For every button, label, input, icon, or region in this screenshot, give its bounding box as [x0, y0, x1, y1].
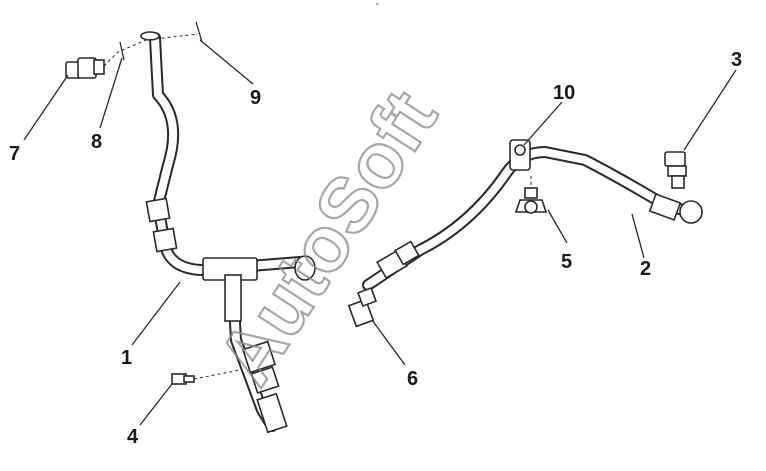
bolt-4: [171, 369, 241, 385]
pipe-1: [140, 31, 316, 434]
callout-2: 2: [640, 258, 651, 280]
callout-10: 10: [553, 82, 575, 104]
top-mark: ″: [376, 2, 379, 11]
callout-5: 5: [561, 251, 572, 273]
callout-1: 1: [121, 347, 132, 369]
union-6: [347, 287, 377, 328]
clamp-10: [509, 139, 531, 171]
clip-9: [195, 21, 203, 43]
plug-7: [65, 57, 105, 79]
watermark-text: AutoSoft: [200, 75, 453, 399]
callout-3: 3: [731, 49, 742, 71]
connector-3: [664, 151, 687, 189]
callout-8: 8: [91, 131, 102, 153]
bolt-5: [514, 176, 548, 214]
callout-7: 7: [9, 143, 20, 165]
callout-9: 9: [250, 87, 261, 109]
clip-8: [119, 41, 125, 61]
callout-4: 4: [127, 426, 139, 448]
callout-6: 6: [407, 368, 418, 390]
leader-lines: [23, 39, 737, 426]
